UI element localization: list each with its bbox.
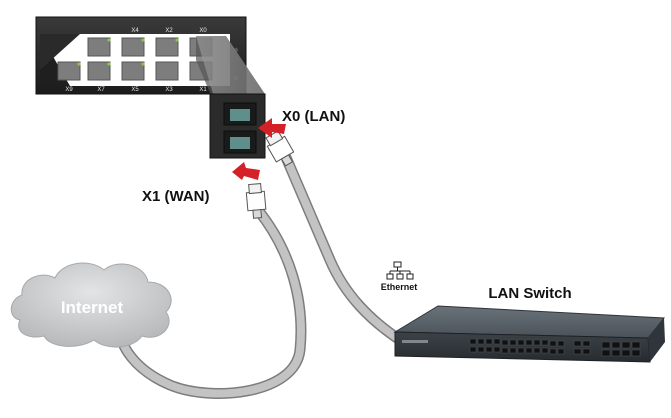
ethernet-label: Ethernet: [381, 282, 418, 292]
switch-ports: [469, 338, 641, 357]
arrow-icon: [258, 118, 286, 138]
enlarged-port-box: [209, 93, 266, 159]
zoom-callout: [196, 36, 265, 94]
port-x1-label: X1 (WAN): [142, 188, 210, 205]
port-label-x1: X1: [199, 87, 207, 93]
switch-brand-strip: [402, 340, 428, 343]
zoom-callout-shadow: [196, 36, 213, 100]
port-label-x0: X0: [199, 28, 207, 34]
port-led: [141, 38, 145, 42]
port-label-x2: X2: [165, 28, 173, 34]
lan-switch-device: [393, 305, 665, 363]
port-grid: [57, 37, 213, 81]
ethernet-network-icon: [386, 261, 414, 280]
port-x0-label: X0 (LAN): [282, 108, 345, 125]
internet-label: Internet: [61, 298, 124, 317]
port-led: [107, 62, 111, 66]
port-led: [175, 38, 179, 42]
lan-switch-label: LAN Switch: [488, 285, 571, 302]
port-label-x7: X7: [97, 87, 105, 93]
arrow-icon: [232, 162, 260, 180]
rj45-plug-icon: [245, 182, 267, 219]
port-led: [107, 38, 111, 42]
cloud-icon: [10, 262, 172, 348]
port-label-x4: X4: [131, 28, 139, 34]
port-led: [141, 62, 145, 66]
port-led: [77, 62, 81, 66]
port-label-x5: X5: [131, 87, 139, 93]
port-label-x3: X3: [165, 87, 173, 93]
port-label-x9: X9: [65, 87, 73, 93]
